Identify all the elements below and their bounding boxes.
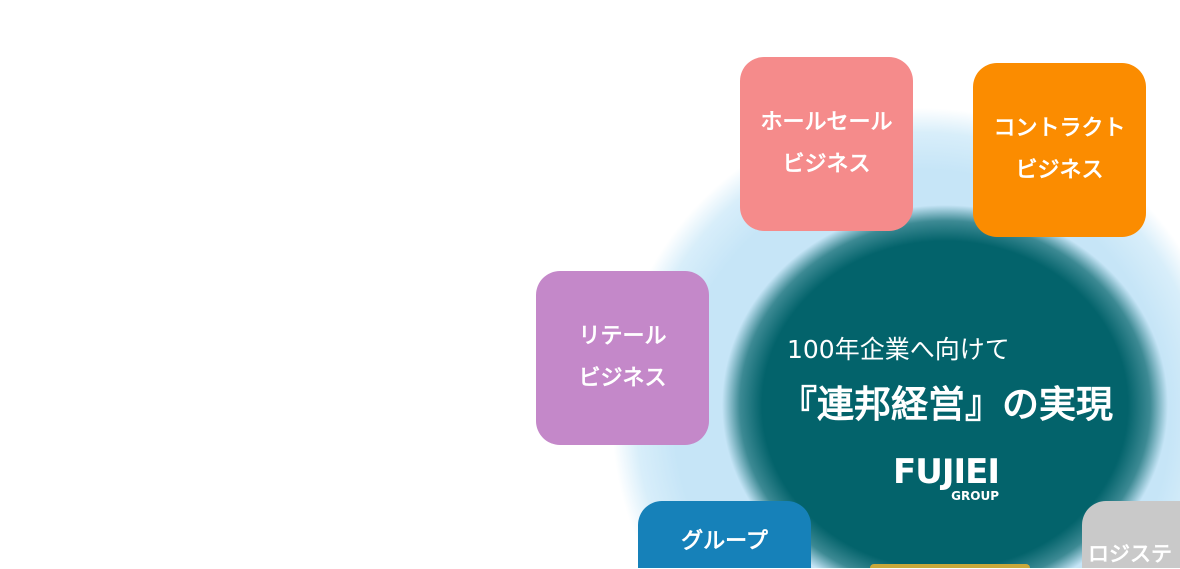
segment-group[interactable]: グループ	[638, 501, 811, 568]
center-subtitle: 100年企業へ向けて	[787, 335, 1010, 364]
logo-sub: GROUP	[951, 489, 1000, 503]
segment-contract-business[interactable]: コントラクト ビジネス	[973, 63, 1146, 237]
segment-label: ビジネス	[1015, 158, 1104, 183]
segment-label: グループ	[681, 529, 768, 554]
segment-label: ビジネス	[578, 366, 667, 391]
segment-label: コントラクト	[993, 116, 1126, 141]
segment-retail-business[interactable]: リテール ビジネス	[536, 271, 709, 445]
segment-label: ビジネス	[782, 152, 871, 177]
segment-label: リテール	[578, 324, 667, 349]
segment-wholesale-business[interactable]: ホールセール ビジネス	[740, 57, 913, 231]
segment-logistics[interactable]: ロジステ	[1082, 501, 1180, 568]
segment-label: ホールセール	[760, 110, 893, 135]
logo-name: FUJIEI	[893, 452, 1000, 492]
fujiei-group-logo: FUJIEI GROUP	[893, 452, 1000, 503]
center-title: 『連邦経営』の実現	[780, 383, 1113, 426]
segment-label: ロジステ	[1088, 542, 1172, 566]
segment-bottom[interactable]	[870, 564, 1030, 568]
